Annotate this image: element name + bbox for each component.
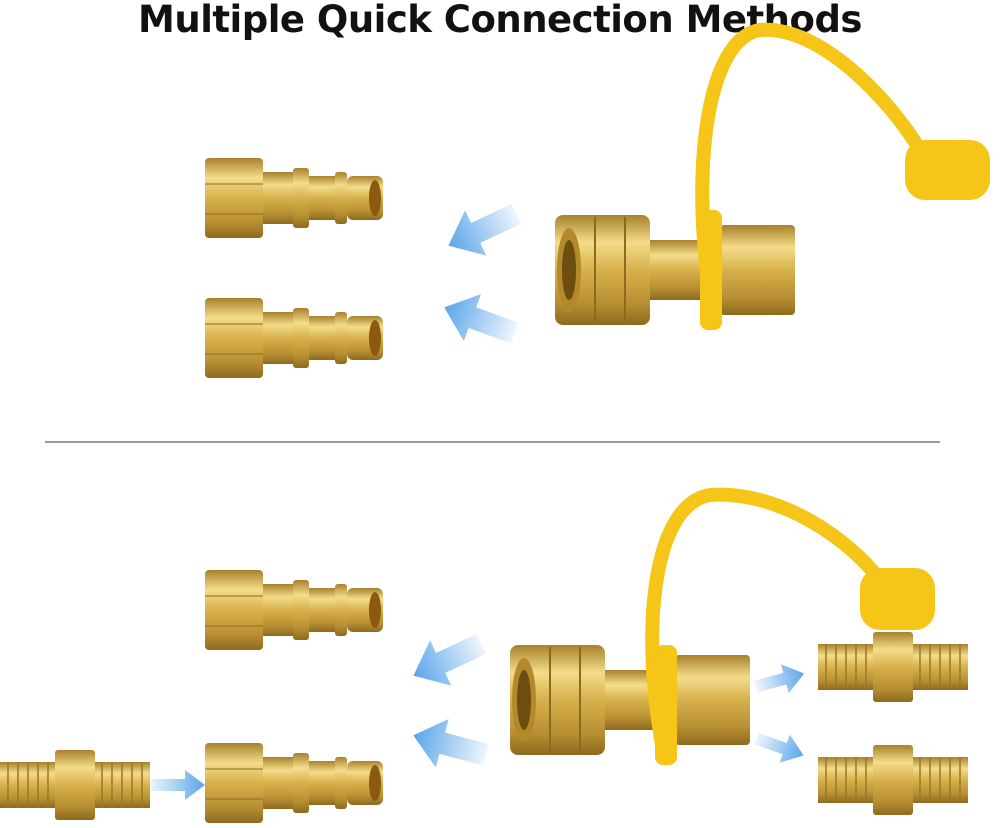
quick-plug-female-top — [204, 157, 384, 239]
quick-coupler-top — [554, 214, 796, 326]
quick-plug-female-bottom-2 — [204, 742, 384, 824]
arrow-left-icon — [435, 283, 524, 357]
arrow-right-icon — [150, 770, 205, 800]
quick-plug-female-top-2 — [204, 297, 384, 379]
yellow-dust-cap-top — [695, 22, 990, 330]
arrow-left-icon — [406, 711, 493, 779]
quick-plug-female-bottom — [204, 569, 384, 651]
arrow-left-icon — [437, 191, 528, 269]
yellow-dust-cap-bottom — [645, 487, 935, 765]
arrow-right-icon — [754, 732, 804, 763]
hex-nipple-left — [0, 749, 151, 821]
arrow-right-icon — [754, 664, 805, 694]
quick-coupler-bottom — [509, 644, 751, 756]
flare-adapter-right — [817, 631, 969, 703]
arrow-left-icon — [402, 621, 493, 699]
hex-nipple-right — [817, 744, 969, 816]
